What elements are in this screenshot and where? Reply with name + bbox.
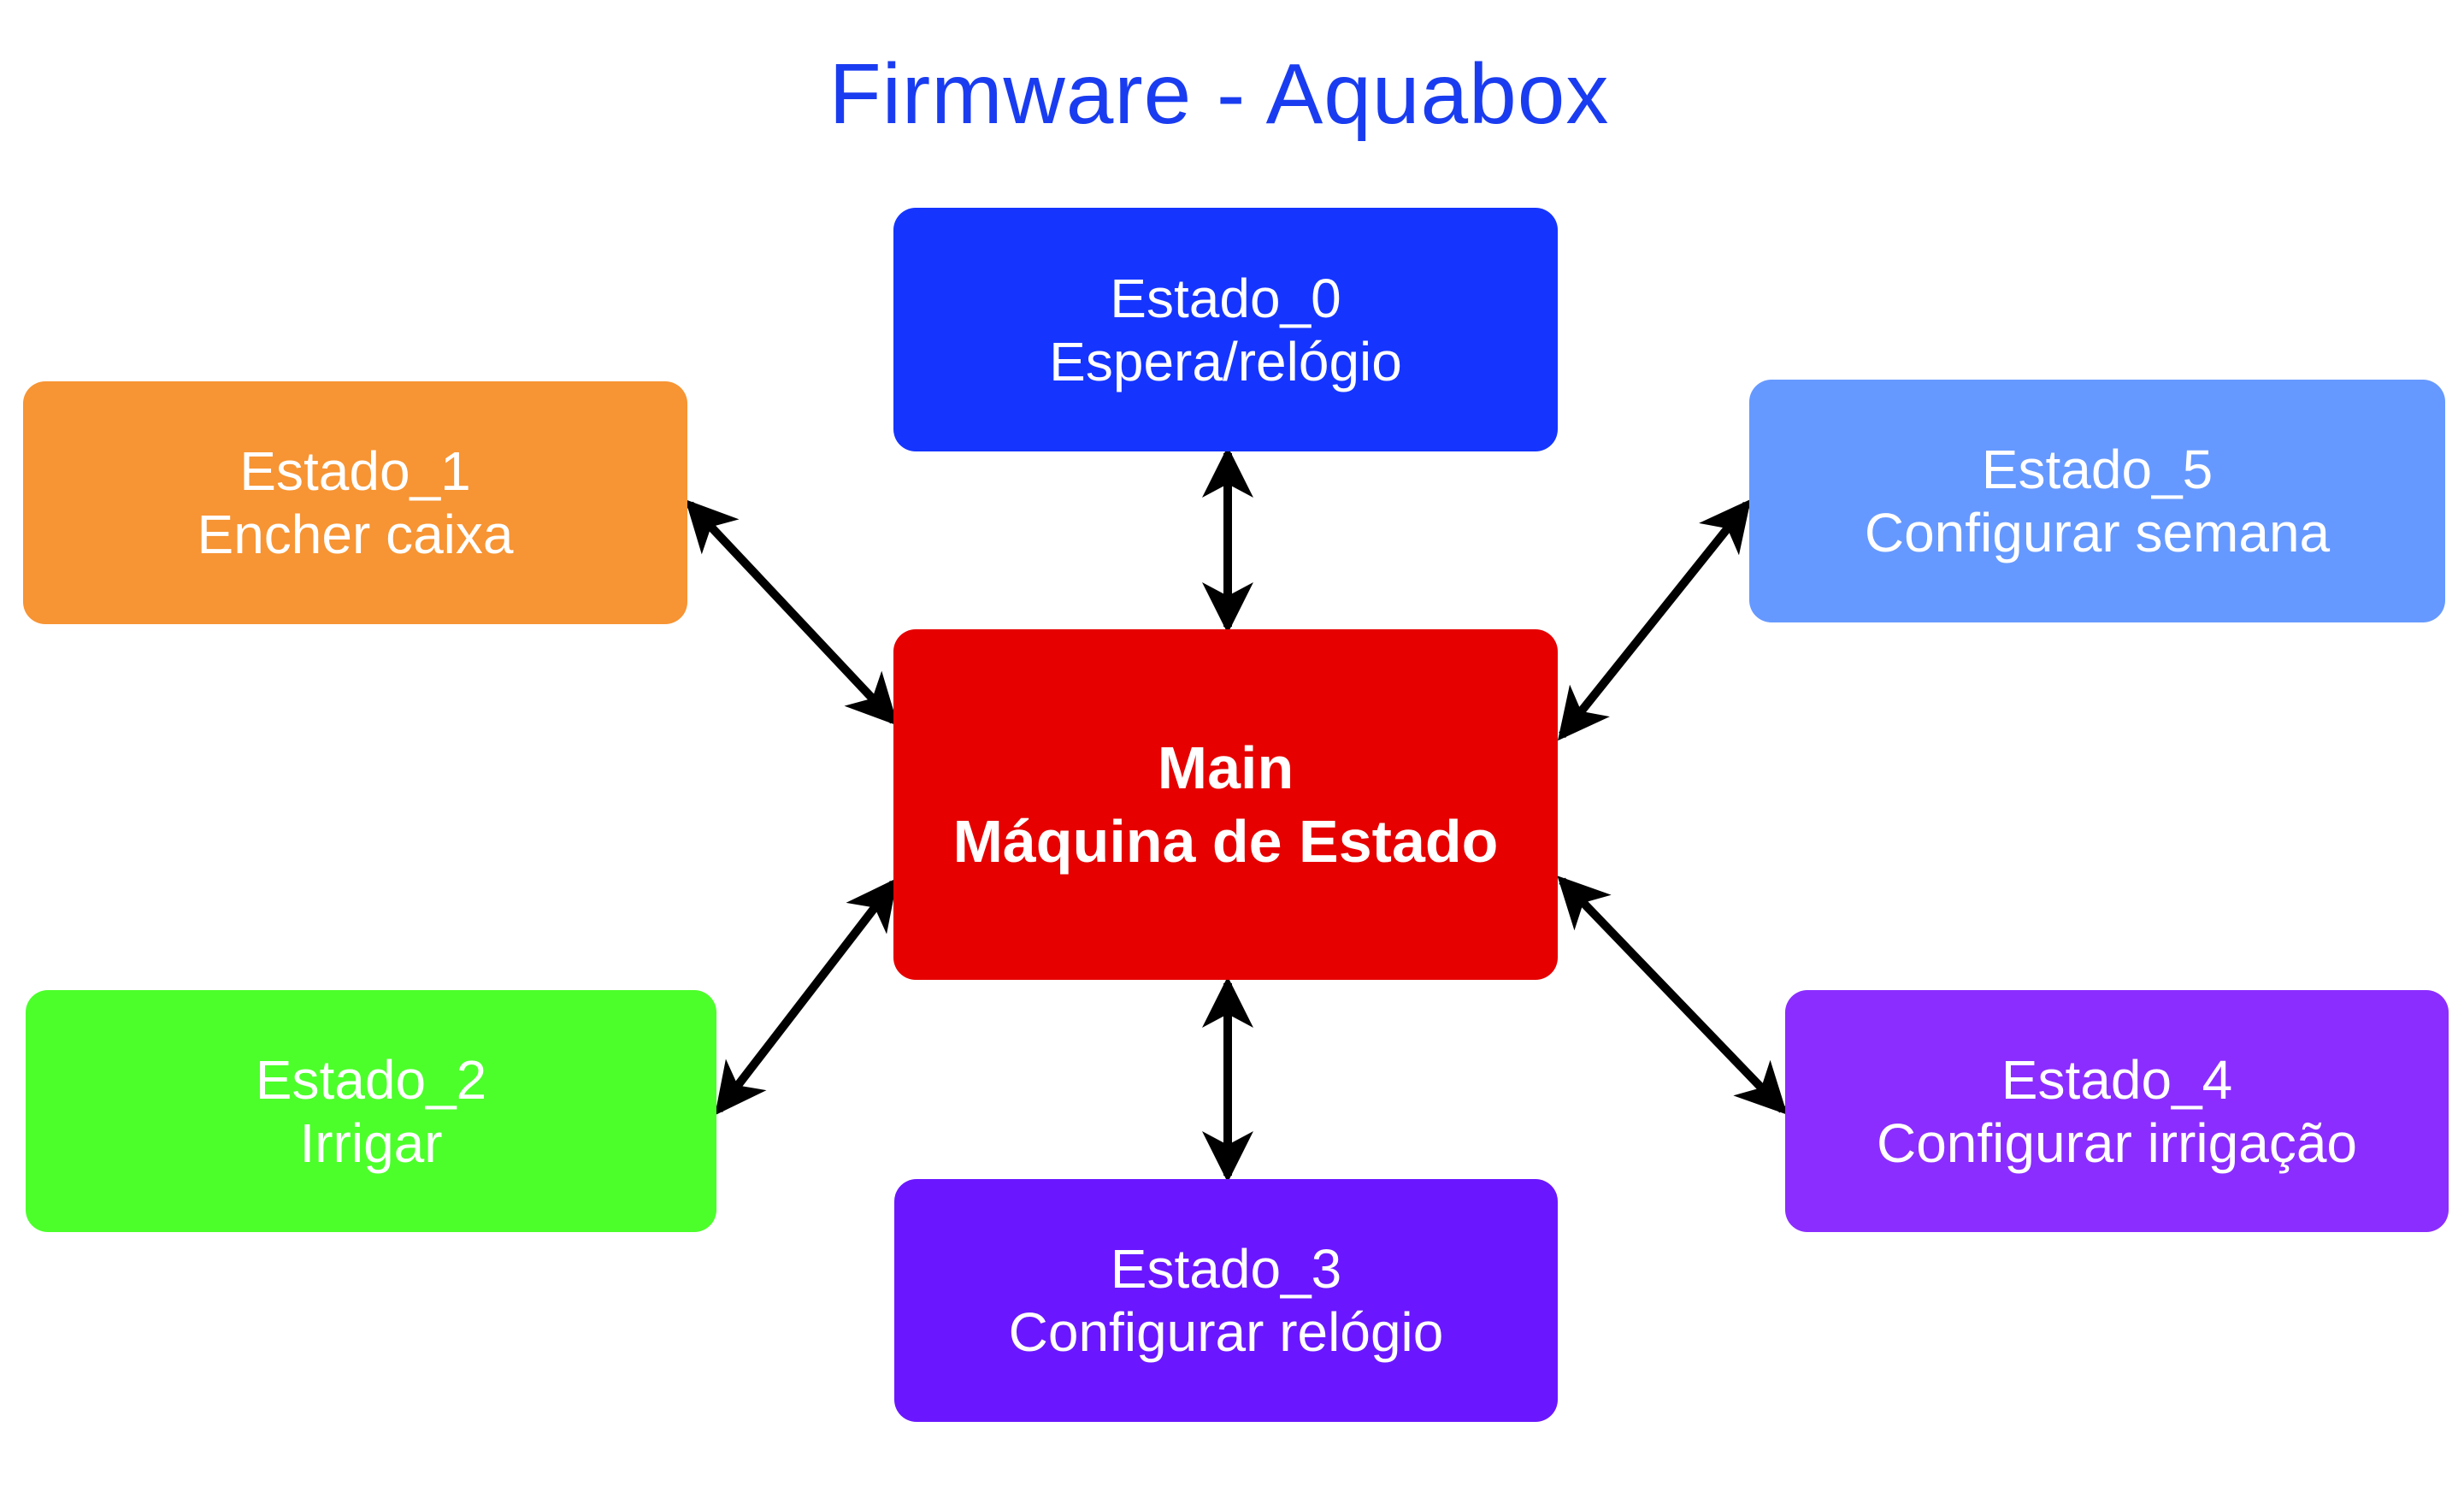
node-estado-4: Estado_4 Configurar irrigação	[1785, 990, 2449, 1232]
node-estado-1: Estado_1 Encher caixa	[23, 381, 687, 624]
node-estado-0: Estado_0 Espera/relógio	[893, 208, 1558, 451]
node-estado-1-desc: Encher caixa	[197, 504, 514, 565]
arrow-main-estado1	[685, 499, 899, 726]
node-estado-2-desc: Irrigar	[299, 1112, 443, 1174]
node-estado-0-name: Estado_0	[1110, 267, 1341, 329]
node-main-name: Main	[1157, 734, 1294, 801]
node-estado-3-desc: Configurar relógio	[1008, 1301, 1444, 1363]
diagram-title: Firmware - Aquabox	[828, 46, 1610, 142]
node-main-desc: Máquina de Estado	[952, 808, 1499, 875]
node-estado-4-name: Estado_4	[2001, 1048, 2233, 1111]
node-estado-2: Estado_2 Irrigar	[26, 990, 716, 1232]
node-estado-0-desc: Espera/relógio	[1049, 330, 1402, 392]
node-estado-3-name: Estado_3	[1110, 1238, 1342, 1300]
node-estado-2-name: Estado_2	[255, 1048, 487, 1111]
node-estado-5-desc: Configurar semana	[1864, 502, 2331, 563]
node-estado-5-name: Estado_5	[1981, 439, 2213, 500]
node-main: Main Máquina de Estado	[893, 629, 1558, 980]
node-estado-5: Estado_5 Configurar semana	[1749, 380, 2445, 622]
arrow-main-estado5	[1558, 498, 1751, 741]
node-estado-1-name: Estado_1	[239, 440, 471, 502]
node-estado-4-desc: Configurar irrigação	[1876, 1112, 2358, 1174]
arrow-main-estado2	[715, 877, 898, 1116]
arrow-main-estado4	[1557, 876, 1788, 1115]
node-estado-3: Estado_3 Configurar relógio	[894, 1179, 1558, 1422]
